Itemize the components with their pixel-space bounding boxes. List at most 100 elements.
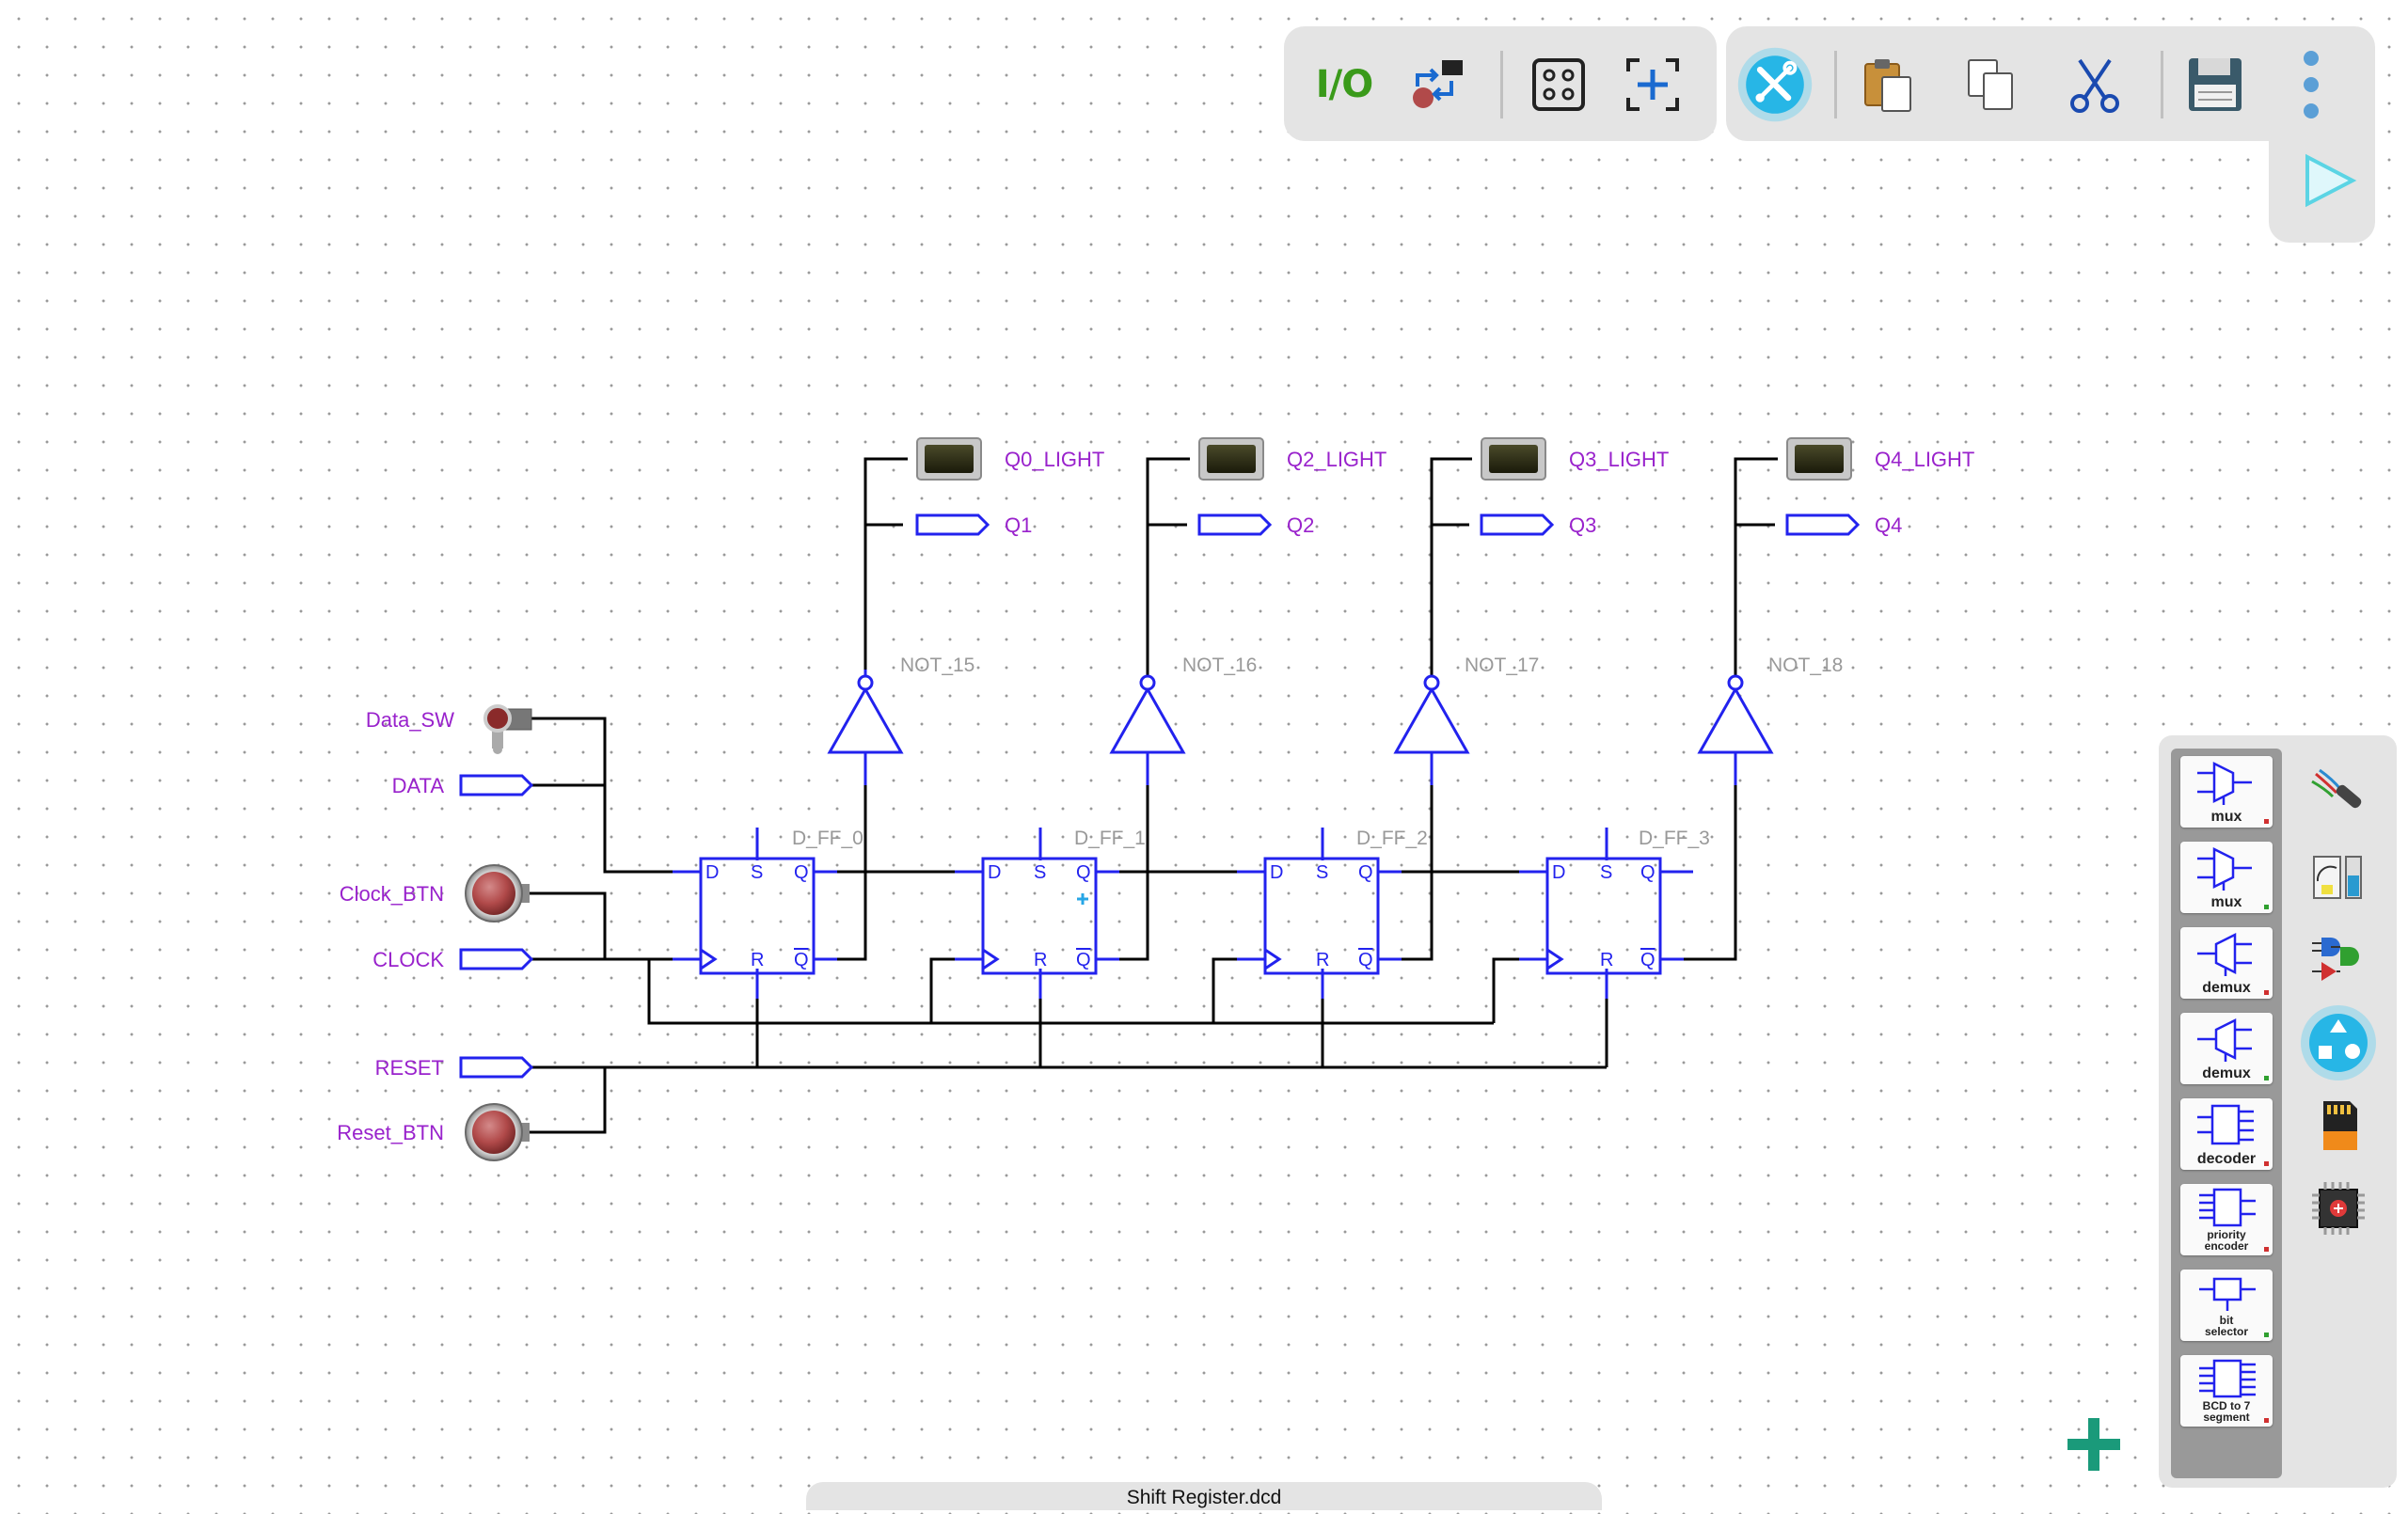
badge bbox=[2264, 1076, 2269, 1080]
output-pin-q1[interactable] bbox=[915, 513, 990, 536]
io-button[interactable]: I/O bbox=[1305, 45, 1384, 124]
label-q2-light: Q2_LIGHT bbox=[1287, 448, 1386, 471]
component-demux-green[interactable]: demux bbox=[2180, 1013, 2273, 1084]
light-icon-q2[interactable] bbox=[1198, 437, 1264, 481]
push-button-reset-icon[interactable] bbox=[465, 1103, 530, 1161]
push-button-clock-icon[interactable] bbox=[465, 864, 530, 923]
wires-icon bbox=[2311, 768, 2362, 809]
toggle-switch-icon[interactable] bbox=[483, 704, 532, 754]
ff1-pin-r: R bbox=[1034, 950, 1047, 970]
mux-icon bbox=[2197, 846, 2252, 891]
not-gate-17[interactable] bbox=[1393, 674, 1470, 754]
component-decoder[interactable]: decoder bbox=[2180, 1098, 2273, 1170]
component-demux-red[interactable]: demux bbox=[2180, 927, 2273, 999]
d-flipflop-2[interactable] bbox=[1263, 857, 1380, 975]
paste-icon bbox=[1864, 59, 1911, 112]
d-flipflop-3[interactable] bbox=[1545, 857, 1662, 975]
label-clock: CLOCK bbox=[372, 948, 444, 971]
label-not17: NOT_17 bbox=[1465, 654, 1539, 676]
ff3-pin-r: R bbox=[1600, 950, 1613, 970]
label-q2: Q2 bbox=[1287, 513, 1314, 537]
component-label: mux bbox=[2210, 809, 2242, 825]
cut-icon bbox=[2070, 58, 2119, 113]
more-options-button[interactable] bbox=[2272, 45, 2351, 124]
light-icon-q0[interactable] bbox=[916, 437, 982, 481]
output-pin-q3[interactable] bbox=[1480, 513, 1555, 536]
ff3-pin-d: D bbox=[1552, 862, 1565, 883]
d-flipflop-0[interactable] bbox=[699, 857, 816, 975]
output-pin-q4[interactable] bbox=[1785, 513, 1861, 536]
label-data: DATA bbox=[392, 774, 445, 797]
cut-button[interactable] bbox=[2055, 45, 2134, 124]
output-pin-q2[interactable] bbox=[1197, 513, 1273, 536]
label-ff2: D_FF_2 bbox=[1356, 828, 1428, 849]
ff0-pin-q: Q bbox=[794, 862, 809, 883]
category-complex[interactable] bbox=[2298, 1002, 2379, 1083]
category-integrated-circuits[interactable] bbox=[2298, 1168, 2379, 1249]
light-icon-q3[interactable] bbox=[1481, 437, 1546, 481]
light-icon-q4[interactable] bbox=[1786, 437, 1852, 481]
run-button[interactable] bbox=[2288, 141, 2367, 220]
swap-io-button[interactable] bbox=[1399, 45, 1478, 124]
zoom-fit-icon bbox=[1626, 58, 1679, 111]
badge bbox=[2264, 819, 2269, 824]
badge bbox=[2264, 1418, 2269, 1423]
ff1-pin-d: D bbox=[988, 862, 1001, 883]
component-label: mux bbox=[2210, 894, 2242, 910]
file-name: Shift Register.dcd bbox=[1126, 1487, 1282, 1508]
input-pin-clock[interactable] bbox=[459, 948, 534, 970]
mux-icon bbox=[2197, 761, 2252, 805]
toolbar-separator bbox=[1500, 51, 1503, 118]
input-pin-data[interactable] bbox=[459, 774, 534, 796]
label-ff0: D_FF_0 bbox=[792, 828, 863, 849]
toolbar-left: I/O bbox=[1284, 26, 1717, 141]
more-vertical-icon bbox=[2304, 51, 2319, 118]
copy-button[interactable] bbox=[1952, 45, 2031, 124]
category-wires[interactable] bbox=[2298, 754, 2379, 835]
badge bbox=[2264, 1247, 2269, 1252]
label-q4-light: Q4_LIGHT bbox=[1875, 448, 1974, 471]
tools-button[interactable] bbox=[1735, 45, 1814, 124]
label-ff1: D_FF_1 bbox=[1074, 828, 1146, 849]
ff1-pin-s: S bbox=[1034, 862, 1046, 883]
file-name-tab[interactable]: Shift Register.dcd bbox=[806, 1482, 1602, 1510]
not-gate-16[interactable] bbox=[1109, 674, 1186, 754]
label-q0-light: Q0_LIGHT bbox=[1005, 448, 1104, 471]
zoom-fit-button[interactable] bbox=[1613, 45, 1692, 124]
label-q3: Q3 bbox=[1569, 513, 1596, 537]
bit-selector-icon bbox=[2199, 1277, 2256, 1311]
component-mux-red[interactable]: mux bbox=[2180, 756, 2273, 828]
memory-card-icon bbox=[2323, 1101, 2357, 1150]
decoder-icon bbox=[2197, 1104, 2254, 1145]
paste-button[interactable] bbox=[1848, 45, 1927, 124]
component-mux-green[interactable]: mux bbox=[2180, 842, 2273, 913]
grid-button[interactable] bbox=[1519, 45, 1598, 124]
not-gate-15[interactable] bbox=[827, 674, 904, 754]
io-label: I/O bbox=[1315, 63, 1373, 106]
ff0-pin-qbar: Q bbox=[794, 950, 809, 970]
label-not18: NOT_18 bbox=[1768, 654, 1843, 676]
ff0-pin-s: S bbox=[751, 862, 763, 883]
input-pin-reset[interactable] bbox=[459, 1056, 534, 1079]
grid-icon bbox=[1532, 58, 1585, 111]
category-io[interactable] bbox=[2298, 837, 2379, 918]
category-gates[interactable] bbox=[2298, 920, 2379, 1001]
label-clock-btn: Clock_BTN bbox=[340, 882, 444, 906]
encoder-icon bbox=[2199, 1188, 2256, 1227]
not-gate-18[interactable] bbox=[1697, 674, 1774, 754]
category-memory[interactable] bbox=[2298, 1085, 2379, 1166]
add-component-button[interactable] bbox=[2060, 1411, 2128, 1478]
d-flipflop-1[interactable] bbox=[981, 857, 1098, 975]
label-reset-btn: Reset_BTN bbox=[337, 1121, 444, 1144]
chip-icon bbox=[2312, 1182, 2365, 1235]
toolbar-separator bbox=[2161, 51, 2163, 118]
save-button[interactable] bbox=[2176, 45, 2255, 124]
component-label: decoder bbox=[2196, 1151, 2257, 1167]
badge bbox=[2264, 1333, 2269, 1337]
plus-icon bbox=[2067, 1418, 2120, 1471]
